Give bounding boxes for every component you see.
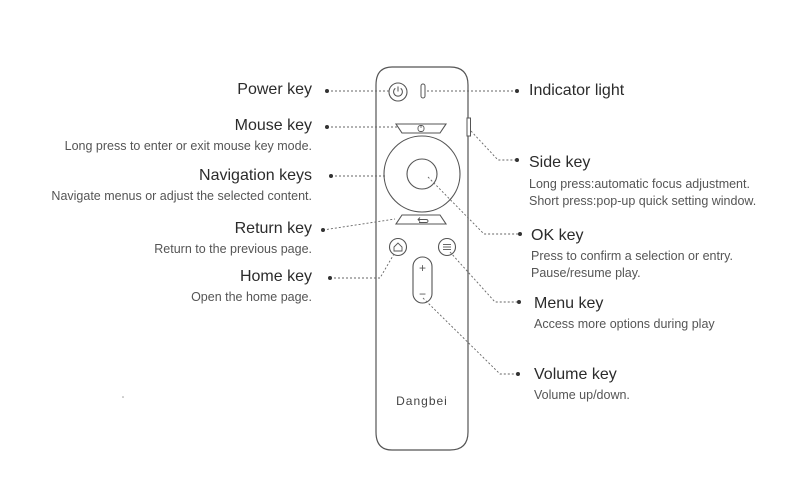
- ok-key-title: OK key: [531, 227, 584, 244]
- mouse-key[interactable]: [394, 123, 448, 134]
- home-icon: [393, 242, 403, 252]
- side-key-title: Side key: [529, 154, 591, 171]
- label-power-key: Power key: [237, 81, 312, 99]
- label-side-key: Side key Long press:automatic focus adju…: [529, 154, 756, 210]
- leader-lines: [322, 90, 519, 375]
- menu-icon: [443, 244, 451, 250]
- mouse-icon: [417, 125, 425, 132]
- ok-button[interactable]: [406, 158, 438, 190]
- label-volume-key: Volume key Volume up/down.: [534, 366, 630, 404]
- mouse-key-desc: Long press to enter or exit mouse key mo…: [64, 139, 312, 153]
- menu-key-title: Menu key: [534, 295, 604, 312]
- label-menu-key: Menu key Access more options during play: [534, 295, 715, 333]
- leader-return: [322, 218, 396, 231]
- return-key-desc: Return to the previous page.: [154, 242, 312, 256]
- indicator-light-title: Indicator light: [529, 82, 625, 99]
- indicator-light: [420, 83, 426, 99]
- label-indicator-light: Indicator light: [529, 82, 624, 100]
- volume-minus-symbol: −: [419, 287, 426, 301]
- navigation-keys-title: Navigation keys: [199, 167, 312, 184]
- volume-plus-symbol: +: [419, 261, 426, 275]
- label-navigation-keys: Navigation keys Navigate menus or adjust…: [51, 167, 312, 205]
- home-key-title: Home key: [239, 268, 312, 285]
- stray-dot: [122, 396, 124, 398]
- volume-key-title: Volume key: [534, 366, 617, 383]
- ok-key-desc-2: Pause/resume play.: [531, 266, 641, 280]
- power-icon: [393, 86, 403, 97]
- side-key-desc-1: Long press:automatic focus adjustment.: [529, 177, 750, 191]
- label-ok-key: OK key Press to confirm a selection or e…: [531, 227, 733, 282]
- home-key-desc: Open the home page.: [191, 290, 312, 304]
- ok-key-desc-1: Press to confirm a selection or entry.: [531, 249, 733, 263]
- leader-dots: [321, 89, 522, 376]
- label-return-key: Return key Return to the previous page.: [154, 220, 312, 258]
- navigation-keys-desc: Navigate menus or adjust the selected co…: [51, 189, 312, 203]
- label-home-key: Home key Open the home page.: [191, 268, 312, 306]
- brand-logo: Dangbei: [396, 394, 448, 408]
- return-key-title: Return key: [234, 220, 312, 237]
- leader-home: [330, 253, 395, 279]
- menu-key[interactable]: [437, 237, 457, 257]
- mouse-key-title: Mouse key: [234, 117, 312, 134]
- leader-volume: [422, 297, 517, 375]
- label-mouse-key: Mouse key Long press to enter or exit mo…: [65, 117, 312, 155]
- return-key[interactable]: [394, 214, 448, 225]
- power-key-title: Power key: [237, 81, 312, 98]
- home-key[interactable]: [388, 237, 408, 257]
- side-key-desc-2: Short press:pop-up quick setting window.: [529, 194, 757, 208]
- side-key[interactable]: [466, 117, 471, 137]
- leader-side: [470, 130, 516, 161]
- power-key[interactable]: [388, 82, 408, 102]
- volume-rocker[interactable]: [412, 256, 433, 304]
- return-icon: [417, 217, 429, 223]
- volume-key-desc: Volume up/down.: [534, 388, 630, 402]
- menu-key-desc: Access more options during play: [534, 317, 715, 331]
